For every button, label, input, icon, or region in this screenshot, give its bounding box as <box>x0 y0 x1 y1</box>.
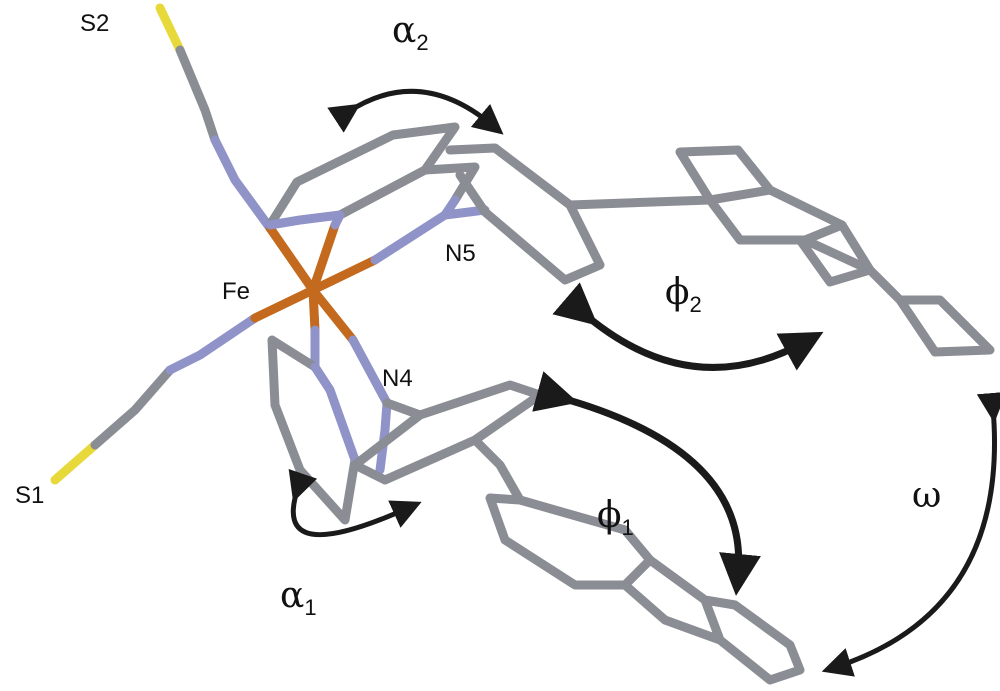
s1-ligand <box>50 285 318 485</box>
angle-label-phi1: ϕ1 <box>597 495 634 540</box>
phi2-arrow <box>552 282 824 371</box>
alpha2-arrow <box>327 88 504 135</box>
alpha1-arrow <box>288 468 422 538</box>
angle-label-phi2: ϕ2 <box>665 272 702 317</box>
s2-ligand <box>155 3 318 295</box>
atom-label-n4: N4 <box>382 365 413 392</box>
upper-rings <box>265 122 995 357</box>
atom-label-s1: S1 <box>15 482 45 509</box>
angle-label-omega: ω <box>912 475 942 516</box>
omega-arrow <box>821 391 1000 677</box>
atom-label-s2: S2 <box>80 10 110 37</box>
phi1-arrow <box>532 371 761 596</box>
angle-label-alpha2: α2 <box>392 10 429 55</box>
angle-arrows <box>288 88 1000 677</box>
angle-label-alpha1: α1 <box>280 575 317 620</box>
lower-rings <box>267 335 805 685</box>
atom-label-n5: N5 <box>445 240 476 267</box>
atom-label-fe: Fe <box>222 278 251 305</box>
fe-bonds <box>308 210 450 408</box>
